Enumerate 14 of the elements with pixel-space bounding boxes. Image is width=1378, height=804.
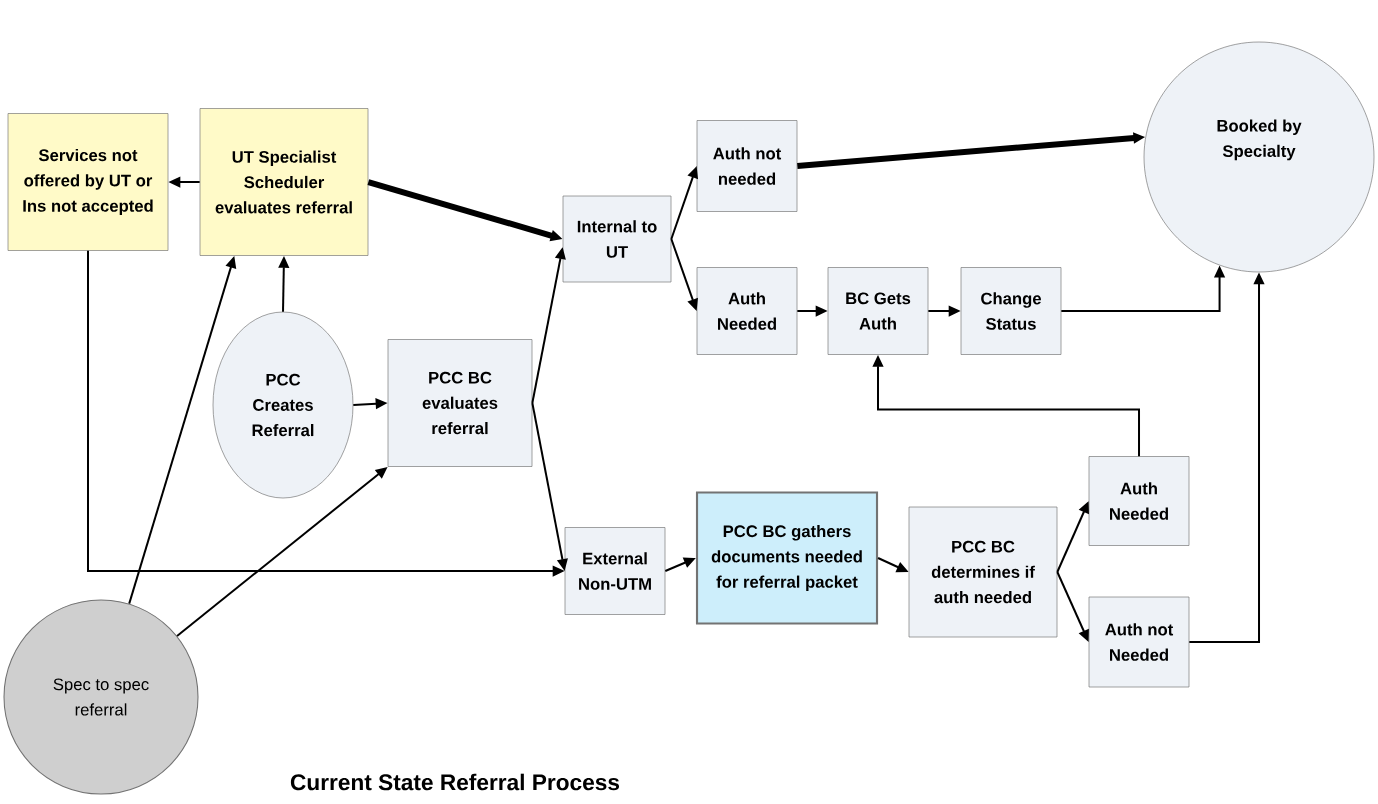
process-box: Auth Needed [1088,456,1190,546]
process-box: Auth Needed [696,267,798,355]
process-box: Internal to UT [562,195,672,283]
process-box: Change Status [960,267,1062,355]
process-box: PCC BC gathers documents needed for referral packet [695,491,879,625]
diagram-title: Current State Referral Process [290,773,620,791]
process-box: PCC BC determines if auth needed [908,506,1058,638]
process-box: BC Gets Auth [827,267,929,355]
process-box: Auth not Needed [1088,596,1190,688]
process-box: UT Specialist Scheduler evaluates referral [199,108,369,256]
process-box: External Non-UTM [564,527,666,615]
process-box: PCC BC evaluates referral [387,339,533,467]
process-box: Auth not needed [696,120,798,212]
process-box: Services not offered by UT or Ins not accepted [7,113,169,251]
